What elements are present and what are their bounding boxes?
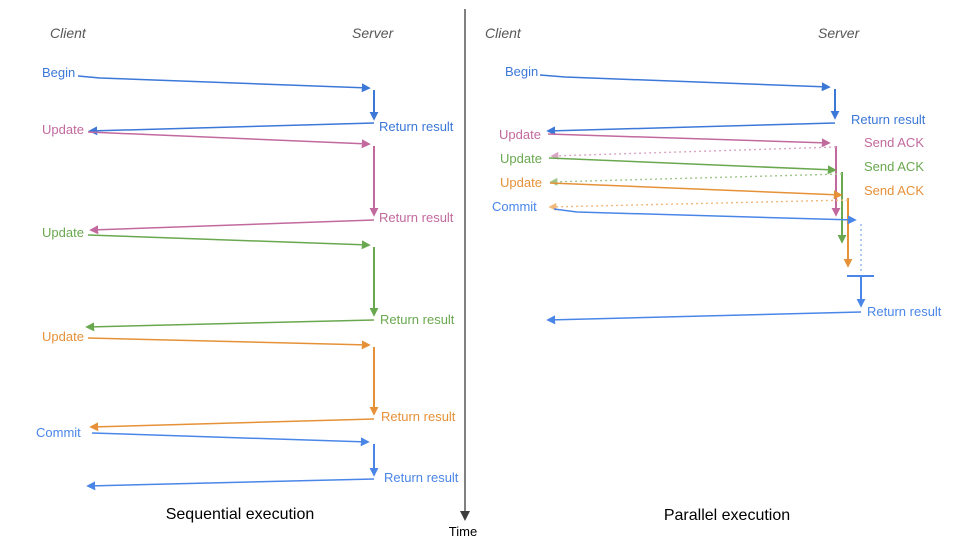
par-update3-ack-return-arrow: [548, 199, 849, 211]
seq-server-header: Server: [352, 25, 395, 41]
parallel-panel: Client Server Begin Return result Update…: [485, 25, 942, 524]
seq-commit-return-arrow: [86, 478, 375, 491]
seq-update1-response-label: Return result: [379, 210, 454, 225]
seq-commit-response-label: Return result: [384, 470, 459, 485]
par-update1-send-arrow: [547, 133, 831, 148]
seq-update3-label: Update: [42, 329, 84, 344]
par-update3-ack-label: Send ACK: [864, 183, 924, 198]
par-commit-label: Commit: [492, 199, 537, 214]
seq-update3-return-arrow: [89, 418, 375, 432]
par-commit-send-arrow: [553, 208, 857, 225]
par-update3-label: Update: [500, 175, 542, 190]
par-begin-return-arrow: [546, 122, 836, 136]
parallel-title: Parallel execution: [664, 507, 790, 524]
seq-begin-response-label: Return result: [379, 119, 454, 134]
seq-commit-send-arrow: [91, 432, 370, 447]
seq-update3-send-arrow: [87, 337, 371, 350]
par-begin-response-label: Return result: [851, 112, 926, 127]
par-commit-return-arrow: [546, 311, 862, 325]
seq-begin-send-arrow: [77, 75, 371, 93]
seq-update1-return-arrow: [89, 219, 375, 235]
par-update2-ack-label: Send ACK: [864, 159, 924, 174]
seq-update2-send-arrow: [87, 234, 371, 250]
seq-update1-label: Update: [42, 122, 84, 137]
par-begin-send-arrow: [539, 74, 831, 92]
par-update2-send-arrow: [548, 157, 837, 175]
par-update1-ack-label: Send ACK: [864, 135, 924, 150]
seq-update2-label: Update: [42, 225, 84, 240]
time-axis: Time: [449, 9, 477, 539]
par-update2-ack-return-arrow: [549, 173, 843, 186]
sequential-panel: Client Server Begin Return result Update…: [36, 25, 459, 523]
par-client-header: Client: [485, 25, 522, 41]
par-update3-send-arrow: [549, 182, 843, 200]
par-update1-label: Update: [499, 127, 541, 142]
par-update2-label: Update: [500, 151, 542, 166]
seq-update2-response-label: Return result: [380, 312, 455, 327]
seq-update2-return-arrow: [85, 319, 375, 332]
sequential-title: Sequential execution: [166, 506, 315, 523]
par-update1-ack-return-arrow: [550, 146, 837, 160]
seq-commit-label: Commit: [36, 425, 81, 440]
seq-begin-label: Begin: [42, 65, 75, 80]
par-commit-response-label: Return result: [867, 304, 942, 319]
seq-update3-response-label: Return result: [381, 409, 456, 424]
seq-begin-return-arrow: [88, 122, 375, 136]
par-begin-label: Begin: [505, 64, 538, 79]
seq-client-header: Client: [50, 25, 87, 41]
time-axis-label: Time: [449, 524, 477, 539]
par-server-header: Server: [818, 25, 861, 41]
seq-update1-send-arrow: [87, 131, 371, 149]
